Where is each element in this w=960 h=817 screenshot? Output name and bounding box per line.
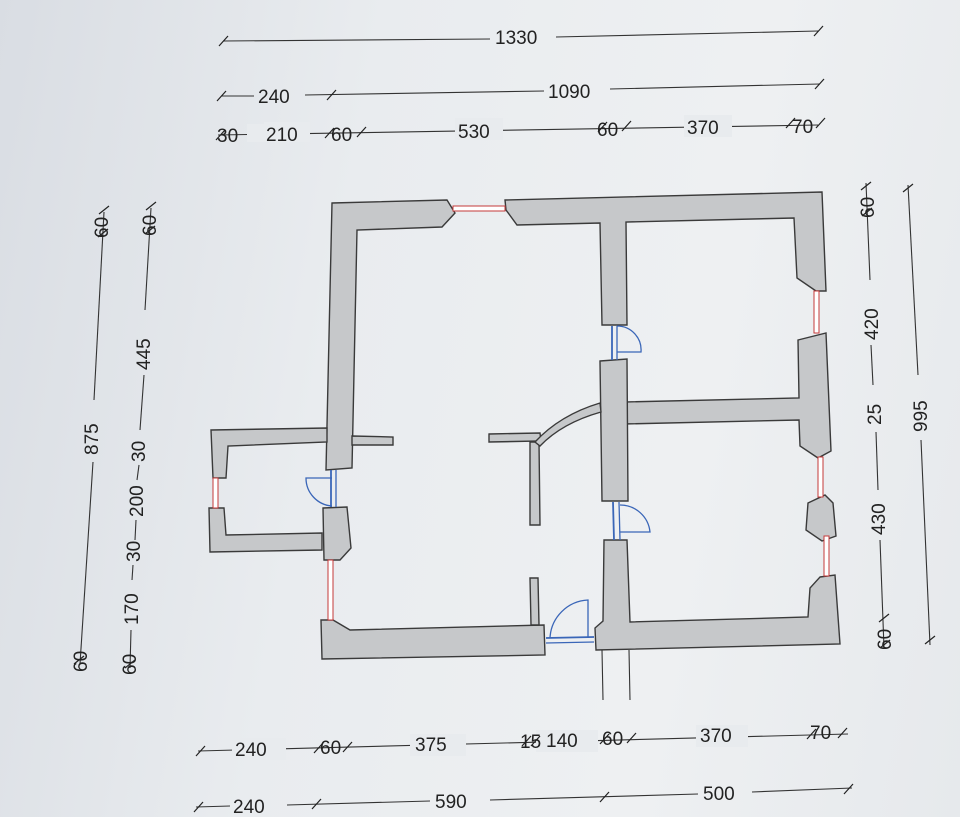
dim-left-200: 200 <box>127 485 148 517</box>
wall-stub-middle <box>488 432 542 443</box>
dim-bottom-140: 140 <box>546 731 578 752</box>
dim-top-370: 370 <box>687 118 719 139</box>
dim-top-240: 240 <box>258 87 290 108</box>
wall-annex-bottom <box>208 507 323 553</box>
windows <box>212 205 830 621</box>
dim-bottom-60b: 60 <box>602 729 623 750</box>
wall-right-pier <box>805 494 837 542</box>
dim-top-60a: 60 <box>331 125 352 146</box>
dim-bottom-60a: 60 <box>320 738 341 759</box>
window-top <box>452 205 506 212</box>
doors <box>305 325 651 644</box>
left-inner-dimension: 60 445 30 200 30 170 60 <box>120 201 161 675</box>
wall-partition-lower <box>529 577 540 626</box>
wall-stub-left <box>351 435 394 446</box>
wall-left-pier <box>322 506 352 561</box>
dim-left-170: 170 <box>122 593 143 625</box>
top-row2-dimension: 240 1090 <box>216 78 825 108</box>
dim-left-30b: 30 <box>124 541 145 562</box>
wall-annex <box>210 427 328 479</box>
right-inner-dimension: 60 420 25 430 60 <box>858 181 896 650</box>
wall-bottom-left <box>320 619 546 660</box>
dim-bottom-240a: 240 <box>235 740 267 761</box>
window-right-upper <box>813 290 820 334</box>
window-right-middle <box>817 456 824 498</box>
door-left-entrance <box>305 470 337 507</box>
extension-line-left <box>601 649 604 701</box>
dim-top-overall: 1330 <box>495 28 537 49</box>
dim-right-420: 420 <box>862 308 883 340</box>
dim-top-530: 530 <box>458 122 490 143</box>
dim-top-70: 70 <box>792 117 813 138</box>
dim-top-60b: 60 <box>597 120 618 141</box>
door-curved <box>533 402 602 447</box>
bottom-row2-dimension: 240 590 500 <box>193 783 854 817</box>
dim-right-995: 995 <box>911 400 932 432</box>
dim-left-60-inner-top: 60 <box>140 215 161 236</box>
dim-bottom-70: 70 <box>810 723 831 744</box>
dim-bottom-370: 370 <box>700 726 732 747</box>
dim-right-25: 25 <box>865 404 886 425</box>
wall-interior-vertical <box>599 358 629 502</box>
extension-line-right <box>628 649 631 701</box>
dim-right-60-top: 60 <box>858 197 879 218</box>
floor-plan <box>208 191 841 701</box>
dim-bottom-240b: 240 <box>233 797 265 817</box>
dim-bottom-500: 500 <box>703 784 735 805</box>
right-outer-dimension: 995 <box>902 183 936 646</box>
dim-right-430: 430 <box>869 503 890 535</box>
wall-right-upper <box>623 332 832 459</box>
window-annex <box>212 477 219 509</box>
dim-top-1090: 1090 <box>548 82 590 103</box>
dim-top-210: 210 <box>266 125 298 146</box>
left-outer-dimension: 875 60 60 <box>71 205 113 672</box>
dim-top-30: 30 <box>217 126 238 147</box>
dim-right-60-bottom: 60 <box>875 629 896 650</box>
top-overall-dimension: 1330 <box>218 25 824 49</box>
window-right-lower <box>823 535 830 577</box>
bottom-row1-dimension: 240 60 375 15 140 60 370 70 <box>195 723 849 761</box>
wall-partition <box>529 441 541 526</box>
wall-bottom-right <box>594 539 841 651</box>
wall-top-left <box>325 199 456 471</box>
dim-left-60-bottom: 60 <box>71 651 92 672</box>
dim-bottom-590: 590 <box>435 792 467 813</box>
wall-top-right <box>504 191 827 326</box>
dim-left-60-inner-bottom: 60 <box>120 654 141 675</box>
dim-bottom-15: 15 <box>520 732 541 753</box>
dim-left-60-top: 60 <box>92 217 113 238</box>
door-bottom <box>545 599 595 644</box>
dim-left-445: 445 <box>134 338 155 370</box>
door-middle-right <box>612 501 651 541</box>
door-upper-right <box>611 325 642 360</box>
dim-left-30a: 30 <box>129 441 150 462</box>
dim-bottom-375: 375 <box>415 735 447 756</box>
dim-left-875: 875 <box>82 423 103 455</box>
window-left-lower <box>327 559 334 621</box>
top-row3-dimension: 30 210 60 530 60 370 70 <box>215 115 826 147</box>
